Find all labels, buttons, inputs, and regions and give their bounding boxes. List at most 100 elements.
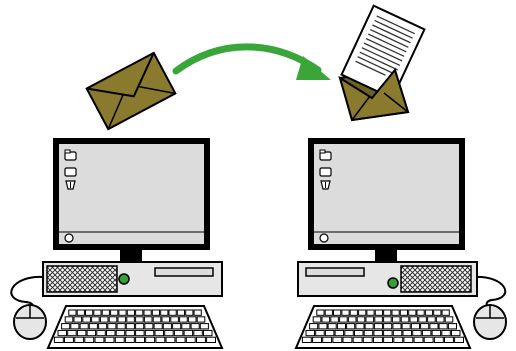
keyboard-key xyxy=(323,337,332,342)
system-unit xyxy=(43,262,222,296)
keyboard-key xyxy=(357,317,365,322)
keyboard-key xyxy=(71,324,79,329)
keyboard-key xyxy=(186,337,195,342)
keyboard-key xyxy=(455,337,464,342)
keyboard-key xyxy=(153,317,161,322)
keyboard-key xyxy=(342,310,349,315)
keyboard-key xyxy=(136,310,143,315)
keyboard-key xyxy=(65,317,73,322)
keyboard-key xyxy=(184,330,193,335)
keyboard-key xyxy=(374,337,383,342)
system-unit xyxy=(298,262,477,296)
keyboard-key xyxy=(424,337,433,342)
keyboard-key xyxy=(136,330,145,335)
open-envelope-icon xyxy=(340,6,424,120)
vent-grille xyxy=(47,266,117,292)
keyboard-key xyxy=(350,310,357,315)
keyboard-key xyxy=(145,324,153,329)
keyboard-key xyxy=(182,324,190,329)
keyboard-key xyxy=(136,324,144,329)
trash-icon xyxy=(321,181,330,189)
power-button xyxy=(388,278,398,288)
keyboard-key xyxy=(89,324,97,329)
power-button xyxy=(119,274,129,284)
keyboard xyxy=(48,306,222,348)
monitor-stand xyxy=(375,250,397,262)
keyboard-key xyxy=(337,324,345,329)
keyboard-key xyxy=(154,324,162,329)
keyboard-key xyxy=(442,330,451,335)
keyboard-key xyxy=(393,330,402,335)
keyboard-key xyxy=(409,310,416,315)
keyboard-key xyxy=(335,330,344,335)
keyboard-key xyxy=(325,310,332,315)
keyboard-key xyxy=(400,310,407,315)
monitor xyxy=(53,138,210,262)
keyboard-key xyxy=(176,337,185,342)
keyboard-key xyxy=(313,337,322,342)
keyboard-key xyxy=(126,330,134,335)
keyboard-key xyxy=(355,330,364,335)
keyboard-key xyxy=(207,337,216,342)
transfer-arrow-icon xyxy=(176,47,331,80)
keyboard-key xyxy=(317,310,324,315)
keyboard-key xyxy=(54,337,63,342)
keyboard-key xyxy=(200,324,208,329)
keyboard-key xyxy=(105,337,114,342)
drive-bay xyxy=(155,268,213,276)
keyboard-key xyxy=(85,337,94,342)
keyboard-key xyxy=(421,324,429,329)
keyboard-key xyxy=(419,317,427,322)
keyboard-key xyxy=(127,310,134,315)
keyboard-key xyxy=(99,324,107,329)
keyboard-key xyxy=(152,310,159,315)
keyboard-key xyxy=(144,310,151,315)
keyboard-key xyxy=(343,337,352,342)
taskbar xyxy=(314,232,459,244)
keyboard-key xyxy=(102,310,109,315)
keyboard-key xyxy=(69,310,76,315)
keyboard-key xyxy=(367,310,374,315)
keyboard-key xyxy=(180,317,188,322)
keyboard-key xyxy=(83,317,91,322)
keyboard-key xyxy=(173,324,181,329)
taskbar xyxy=(59,232,204,244)
keyboard-key xyxy=(439,324,447,329)
keyboard-key xyxy=(410,317,418,322)
keyboard-key xyxy=(425,310,432,315)
keyboard-key xyxy=(77,330,86,335)
keyboard-key xyxy=(163,324,171,329)
keyboard-key xyxy=(310,324,318,329)
keyboard-key xyxy=(109,317,117,322)
vent-grille xyxy=(401,266,471,292)
keyboard-key xyxy=(161,310,168,315)
folder-icon xyxy=(320,150,331,160)
keyboard-key xyxy=(384,310,391,315)
keyboard-key xyxy=(445,337,454,342)
keyboard-key xyxy=(107,330,116,335)
keyboard-key xyxy=(74,317,82,322)
keyboard-key xyxy=(404,337,413,342)
keyboard-key xyxy=(111,310,118,315)
keyboard-key xyxy=(80,324,88,329)
closed-envelope-icon xyxy=(87,53,176,129)
keyboard-key xyxy=(171,317,179,322)
keyboard-key xyxy=(188,317,196,322)
keyboard-key xyxy=(428,317,436,322)
keyboard-key xyxy=(403,330,412,335)
monitor-stand xyxy=(120,250,142,262)
keyboard-key xyxy=(194,310,201,315)
keyboard-key xyxy=(413,330,422,335)
drive-bay xyxy=(306,268,364,276)
screen xyxy=(59,144,204,232)
keyboard-key xyxy=(58,330,67,335)
start-icon xyxy=(65,234,73,242)
keyboard-key xyxy=(432,330,441,335)
keyboard-key xyxy=(116,330,125,335)
keyboard-key xyxy=(401,317,409,322)
keyboard-key xyxy=(156,337,165,342)
keyboard-key xyxy=(126,324,134,329)
keyboard-key xyxy=(162,317,170,322)
keyboard-key xyxy=(165,330,174,335)
